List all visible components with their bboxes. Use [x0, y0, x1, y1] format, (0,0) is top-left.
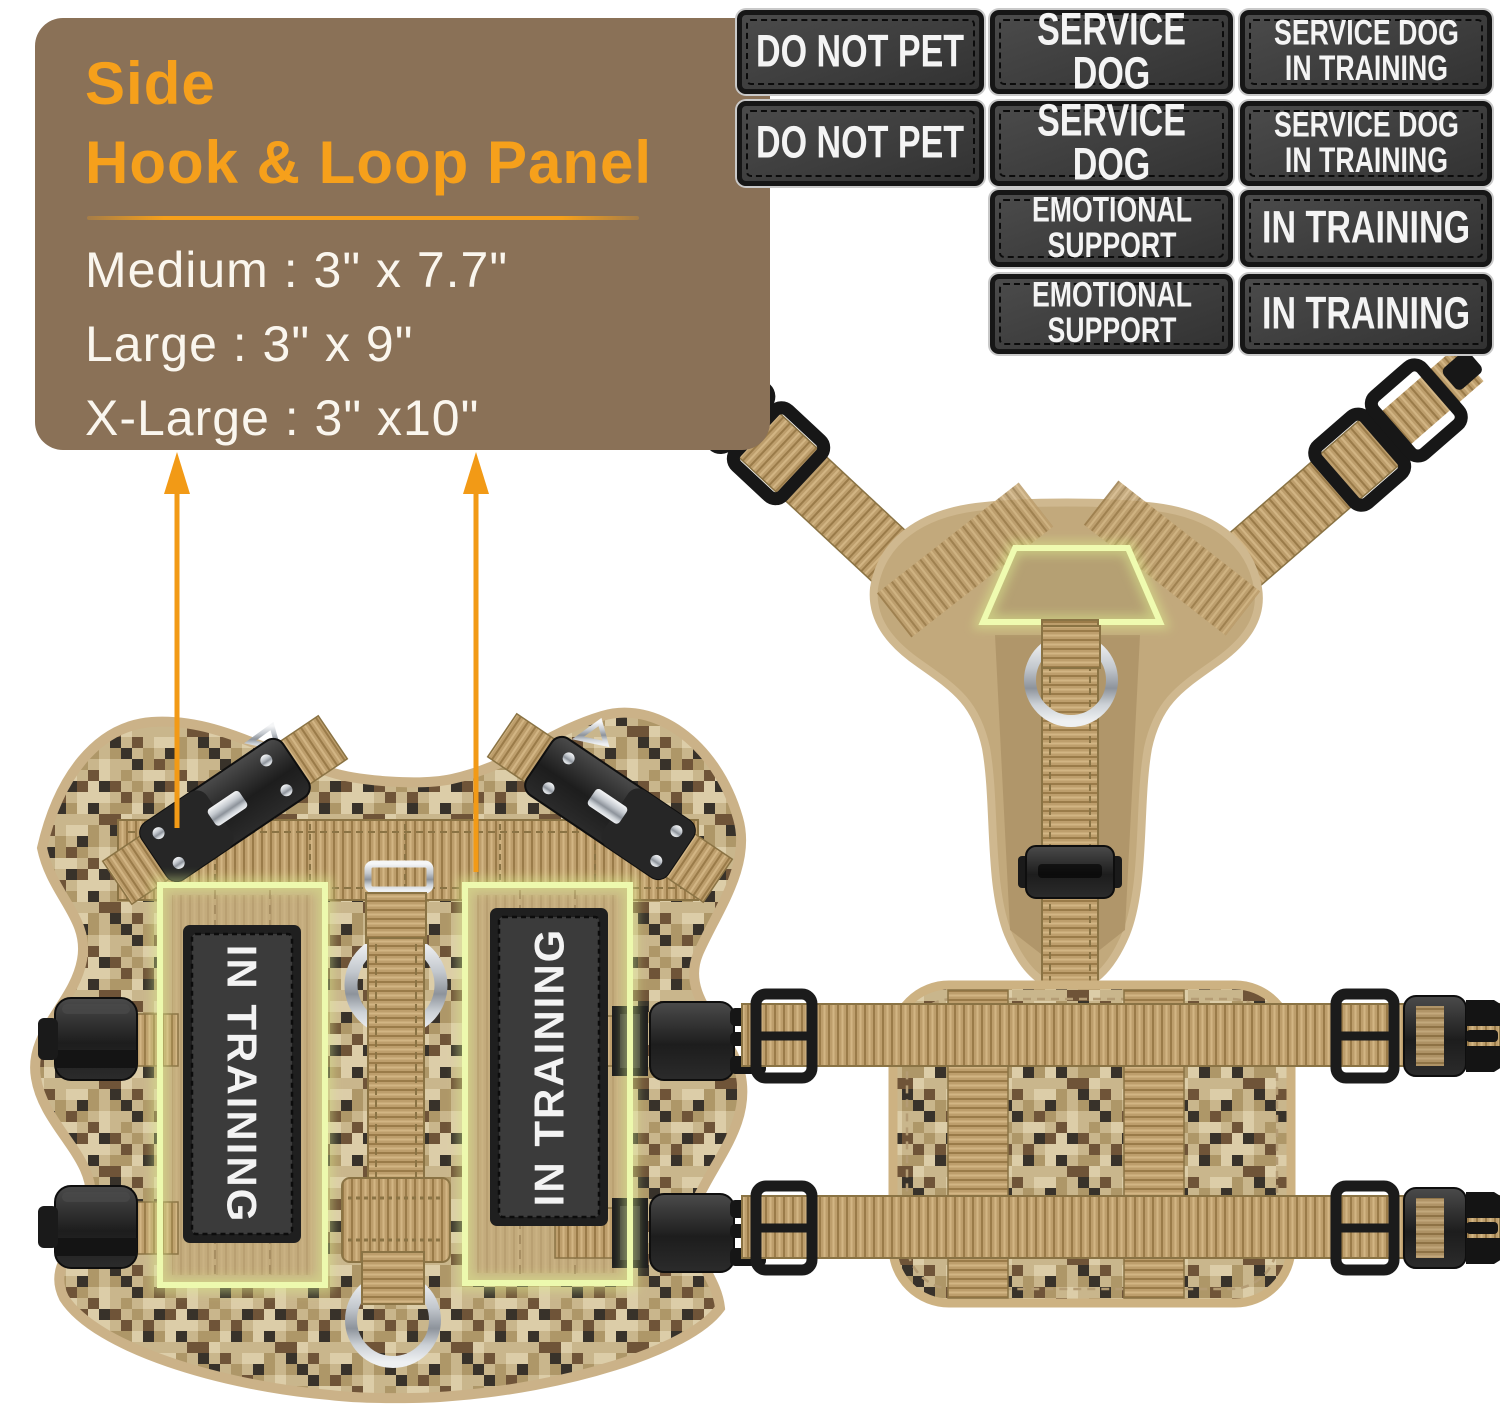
- vest-patch-right-label: IN TRAINING: [526, 928, 573, 1207]
- size-line-large: Large : 3" x 9": [85, 316, 414, 373]
- tri-glide-right-bottom: [1330, 1180, 1400, 1276]
- patch-label: SERVICE DOG IN TRAINING: [1273, 105, 1459, 181]
- arrow-up-left-icon: [164, 452, 190, 828]
- arrow-up-right-icon: [463, 452, 489, 872]
- chest-piece: [657, 338, 1500, 1308]
- d-ring-keeper-bottom: [361, 1251, 425, 1305]
- patch-service-dog-in-training: SERVICE DOG IN TRAINING: [1240, 10, 1492, 94]
- size-line-xlarge: X-Large : 3" x10": [85, 390, 480, 447]
- patch-emotional-support: EMOTIONAL SUPPORT: [990, 274, 1233, 354]
- size-info-box: Side Hook & Loop Panel Medium : 3" x 7.7…: [35, 18, 770, 450]
- vest-patch-right: IN TRAINING: [490, 908, 608, 1226]
- patch-label: DO NOT PET: [756, 117, 965, 168]
- patch-emotional-support: EMOTIONAL SUPPORT: [990, 190, 1233, 267]
- cobra-buckle-right: [486, 712, 734, 904]
- patch-label: SERVICE DOG: [1037, 4, 1186, 99]
- side-buckle-left-top: [38, 997, 179, 1081]
- d-ring-keeper-top: [365, 892, 427, 944]
- patch-label: SERVICE DOG: [1037, 95, 1186, 190]
- belly-buckle-right-top: [1403, 995, 1500, 1077]
- tri-glide-left-top: [750, 988, 818, 1084]
- vest-back-piece: IN TRAINING IN TRAINING: [30, 707, 774, 1404]
- patch-grid: DO NOT PET SERVICE DOG SERVICE DOG IN TR…: [735, 4, 1495, 355]
- patch-label: EMOTIONAL SUPPORT: [1031, 276, 1192, 351]
- info-box-divider: [87, 216, 639, 221]
- patch-in-training: IN TRAINING: [1240, 274, 1492, 354]
- highlight-rect-right: [457, 877, 638, 1291]
- patch-do-not-pet: DO NOT PET: [737, 10, 984, 94]
- patch-in-training: IN TRAINING: [1240, 190, 1492, 267]
- belly-band: [741, 980, 1500, 1308]
- patch-label: IN TRAINING: [1261, 202, 1471, 253]
- patch-do-not-pet: DO NOT PET: [737, 101, 984, 186]
- belly-buckle-right-bottom: [1403, 1187, 1500, 1269]
- strap-adjuster: [1018, 845, 1122, 899]
- size-line-medium: Medium : 3" x 7.7": [85, 242, 509, 299]
- neck-pad-arm-webbing: [876, 480, 1261, 638]
- vest-patch-left: IN TRAINING: [183, 925, 301, 1243]
- tri-glide-left-bottom: [750, 1180, 818, 1276]
- handle-strap: [341, 937, 451, 1269]
- patch-service-dog: SERVICE DOG: [990, 95, 1233, 190]
- patch-label: SERVICE DOG IN TRAINING: [1273, 14, 1459, 89]
- chest-d-ring-keeper: [1041, 625, 1101, 669]
- patch-service-dog: SERVICE DOG: [990, 4, 1233, 99]
- patch-label: EMOTIONAL SUPPORT: [1031, 190, 1192, 266]
- patch-label: DO NOT PET: [756, 26, 965, 77]
- cobra-buckle-left: [101, 714, 349, 906]
- vest-patch-left-label: IN TRAINING: [219, 945, 266, 1224]
- annotation-arrows: [164, 452, 489, 872]
- strap-slide-metal: [364, 860, 434, 894]
- patch-label: IN TRAINING: [1261, 288, 1471, 339]
- info-box-title: Side Hook & Loop Panel: [85, 50, 653, 197]
- highlight-rect-left: [152, 877, 333, 1293]
- tri-glide-right-top: [1330, 988, 1400, 1084]
- chest-velcro-panel: [972, 541, 1171, 629]
- patch-service-dog-in-training: SERVICE DOG IN TRAINING: [1240, 101, 1492, 186]
- corner-ring-right-icon: [572, 717, 610, 748]
